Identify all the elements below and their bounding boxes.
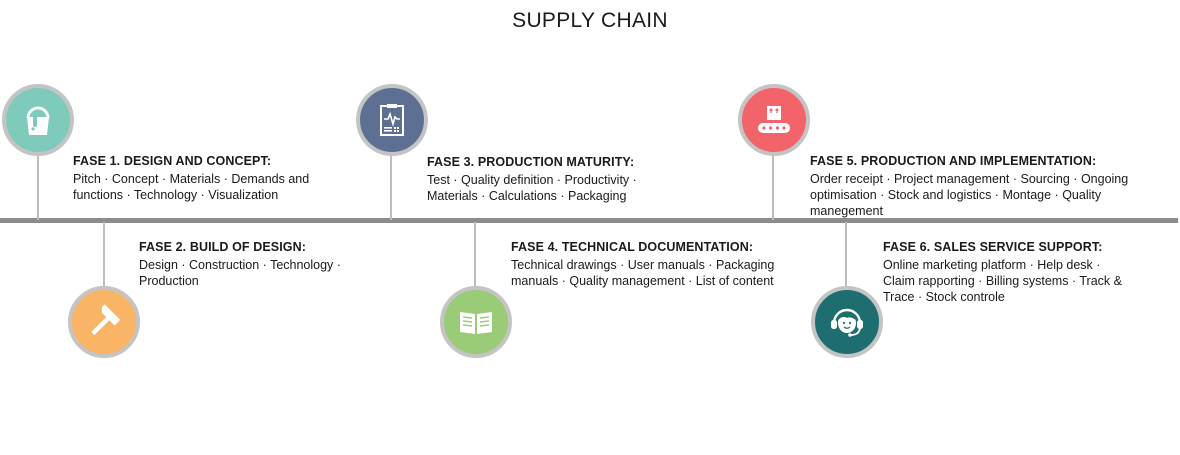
phase-1-text: FASE 1. DESIGN AND CONCEPT: Pitch · Conc…	[73, 153, 323, 203]
phase-description: Test · Quality definition · Productivity…	[427, 173, 637, 203]
phase-4-text: FASE 4. TECHNICAL DOCUMENTATION: Technic…	[511, 239, 801, 289]
phase-1-icon-circle	[2, 84, 74, 156]
conveyor-box-icon	[758, 106, 790, 133]
phase-description: Order receipt · Project management · Sou…	[810, 172, 1129, 218]
phase-3-icon-circle	[356, 84, 428, 156]
support-headset-icon	[831, 308, 863, 337]
phase-description: Technical drawings · User manuals · Pack…	[511, 258, 775, 288]
phase-title: FASE 4. TECHNICAL DOCUMENTATION:	[511, 240, 754, 254]
timeline-stem	[474, 222, 476, 288]
phase-title: FASE 1. DESIGN AND CONCEPT:	[73, 154, 272, 168]
phase-5-text: FASE 5. PRODUCTION AND IMPLEMENTATION: O…	[810, 153, 1150, 219]
phase-title: FASE 5. PRODUCTION AND IMPLEMENTATION:	[810, 154, 1097, 168]
phase-6-text: FASE 6. SALES SERVICE SUPPORT: Online ma…	[883, 239, 1133, 305]
phase-3-text: FASE 3. PRODUCTION MATURITY: Test · Qual…	[427, 154, 662, 204]
phase-2-icon-circle	[68, 286, 140, 358]
open-book-icon	[460, 312, 492, 334]
phase-2-text: FASE 2. BUILD OF DESIGN: Design · Constr…	[139, 239, 349, 289]
phase-title: FASE 3. PRODUCTION MATURITY:	[427, 155, 635, 169]
clipboard-monitor-icon	[380, 104, 404, 136]
phase-title: FASE 6. SALES SERVICE SUPPORT:	[883, 240, 1103, 254]
timeline-axis	[0, 218, 1178, 223]
phase-description: Design · Construction · Technology · Pro…	[139, 258, 341, 288]
timeline-stem	[103, 222, 105, 288]
phase-5-icon-circle	[738, 84, 810, 156]
phase-description: Online marketing platform · Help desk · …	[883, 258, 1122, 304]
timeline-stem	[772, 145, 774, 220]
phase-4-icon-circle	[440, 286, 512, 358]
timeline-stem	[37, 145, 39, 220]
phase-description: Pitch · Concept · Materials · Demands an…	[73, 172, 310, 202]
phase-6-icon-circle	[811, 286, 883, 358]
phase-title: FASE 2. BUILD OF DESIGN:	[139, 240, 306, 254]
paint-bucket-icon	[26, 106, 50, 135]
timeline-stem	[845, 222, 847, 288]
page-title: SUPPLY CHAIN	[512, 9, 668, 32]
hammer-icon	[91, 304, 121, 336]
timeline-stem	[390, 145, 392, 220]
